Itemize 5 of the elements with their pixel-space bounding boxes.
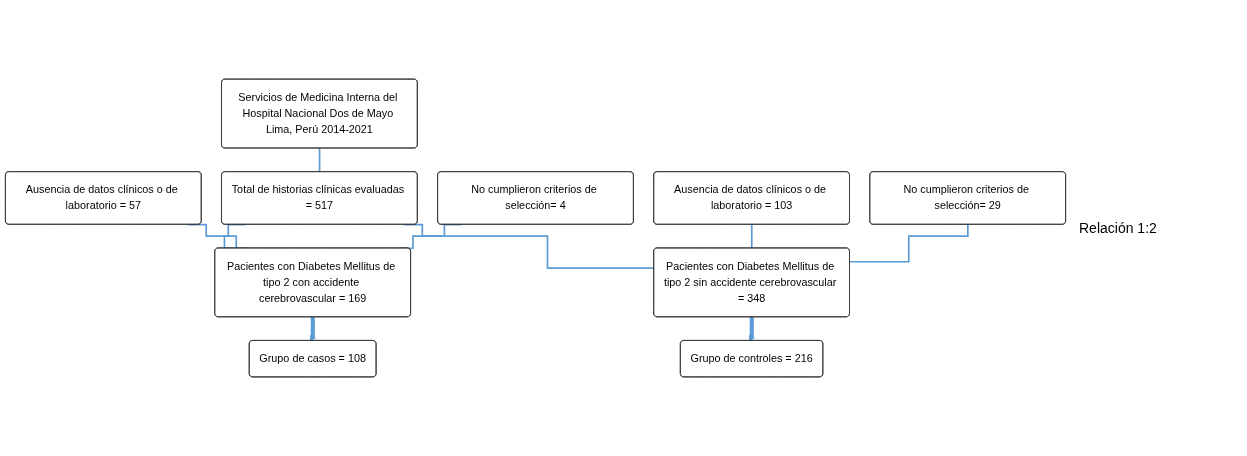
arrow xyxy=(748,315,755,342)
arrow xyxy=(309,315,316,342)
note-text: Relación 1:2 xyxy=(1079,220,1158,236)
connector xyxy=(318,147,321,173)
connector xyxy=(849,223,969,263)
